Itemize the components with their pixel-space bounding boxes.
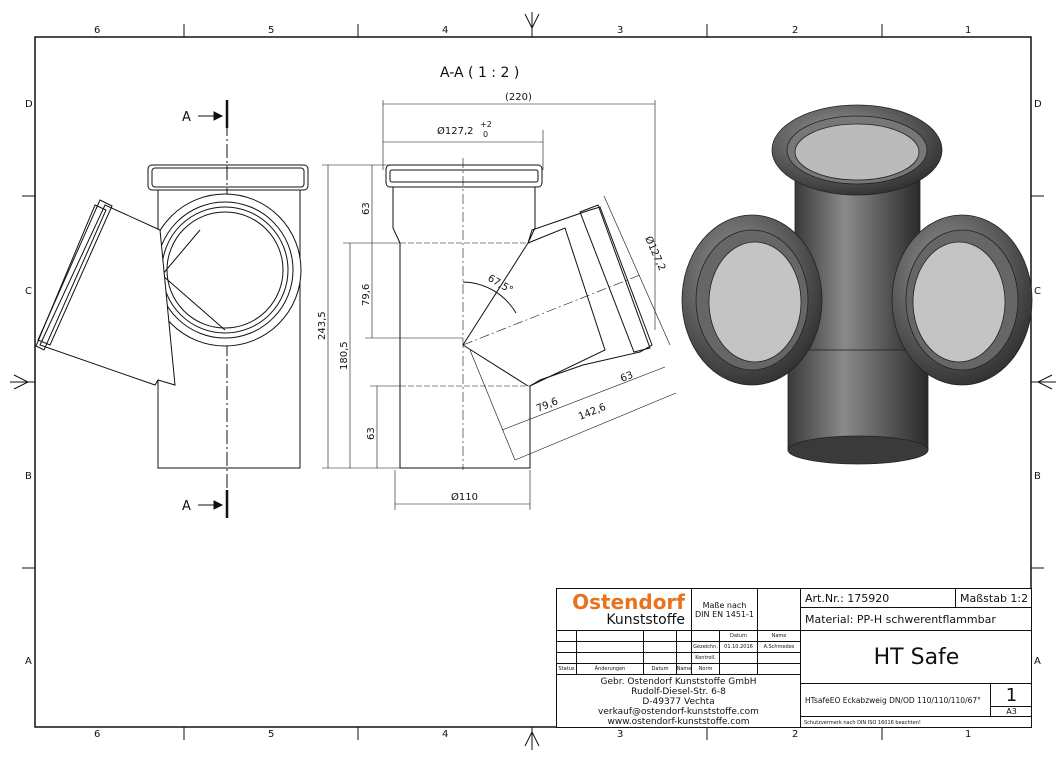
product-name: HT Safe <box>801 631 1032 684</box>
company-name: Gebr. Ostendorf Kunststoffe GmbH <box>600 676 757 687</box>
label-checked: Kontroll. <box>692 653 720 664</box>
zone-col-1-bottom: 1 <box>965 729 971 740</box>
header-datum: Datum <box>720 631 758 642</box>
dim-branch-diameter: Ø127,2 <box>642 234 668 272</box>
section-mark-top: A <box>182 110 191 125</box>
zone-labels: 6 5 4 3 2 1 6 5 4 3 2 1 D C B A D C B A <box>25 25 1042 740</box>
dim-branch-142: 142,6 <box>577 402 608 423</box>
protection-notice: Schutzvermerk nach DIN ISO 16016 beachte… <box>804 719 921 726</box>
article-number: Art.Nr.: 175920 <box>801 589 956 608</box>
zone-col-6-bottom: 6 <box>94 729 100 740</box>
company-street: Rudolf-Diesel-Str. 6-8 <box>631 686 726 697</box>
zone-col-3: 3 <box>617 25 623 36</box>
zone-row-a-right: A <box>1034 656 1041 667</box>
dimension-labels: (220) Ø127,2 +2 0 243,5 180,5 63 79,6 63… <box>317 92 668 503</box>
zone-col-1: 1 <box>965 25 971 36</box>
zone-row-d: D <box>25 99 33 110</box>
dim-tol-zero: 0 <box>483 130 488 139</box>
label-drawn: Gezeichn. <box>692 642 720 653</box>
drawn-by: A.Schmedes <box>758 642 801 653</box>
zone-col-6: 6 <box>94 25 100 36</box>
dim-bottom-63: 63 <box>366 427 377 440</box>
company-logo: Ostendorf Kunststoffe <box>557 589 692 631</box>
dim-mid-79: 79,6 <box>361 284 372 306</box>
zone-ticks <box>10 12 1056 750</box>
zone-col-3-bottom: 3 <box>617 729 623 740</box>
zone-col-4-bottom: 4 <box>442 729 448 740</box>
label-norm: Norm <box>692 664 720 675</box>
logo-text-bottom: Kunststoffe <box>606 611 685 628</box>
zone-col-4: 4 <box>442 25 448 36</box>
norm-line2: DIN EN 1451-1 <box>695 609 754 619</box>
product-description: HTsafeEO Eckabzweig DN/OD 110/110/110/67… <box>801 684 991 717</box>
section-view <box>322 100 677 510</box>
3d-render <box>681 104 1033 465</box>
dim-socket-diameter: Ø127,2 <box>437 125 474 137</box>
zone-col-2-bottom: 2 <box>792 729 798 740</box>
label-name: Name <box>677 664 692 675</box>
dim-overall-width: (220) <box>505 92 532 103</box>
front-view <box>35 100 309 518</box>
material: Material: PP-H schwerentflammbar <box>801 608 1032 631</box>
zone-row-b-right: B <box>1034 471 1041 482</box>
drawn-date: 01.10.2016 <box>720 642 758 653</box>
company-email[interactable]: verkauf@ostendorf-kunststoffe.com <box>598 706 759 717</box>
norm-reference: Maße nach DIN EN 1451-1 <box>692 589 758 631</box>
dim-branch-63: 63 <box>619 370 635 385</box>
title-block: Ostendorf Kunststoffe Maße nach DIN EN 1… <box>556 588 1032 728</box>
zone-row-d-right: D <box>1034 99 1042 110</box>
logo-text-top: Ostendorf <box>572 589 685 614</box>
label-changes: Änderungen <box>577 664 644 675</box>
zone-row-a: A <box>25 656 32 667</box>
scale: Maßstab 1:2 <box>956 589 1032 608</box>
section-title: A-A ( 1 : 2 ) <box>440 65 519 81</box>
dim-top-63: 63 <box>361 202 372 215</box>
company-website[interactable]: www.ostendorf-kunststoffe.com <box>607 716 750 727</box>
company-address: Gebr. Ostendorf Kunststoffe GmbH Rudolf-… <box>557 675 801 728</box>
label-date: Datum <box>644 664 677 675</box>
paper-format: A3 <box>991 707 1032 717</box>
section-mark-bottom: A <box>182 499 191 514</box>
dim-branch-79: 79,6 <box>535 396 560 415</box>
empty-cell <box>758 589 801 631</box>
norm-line1: Maße nach <box>702 600 747 610</box>
dim-bottom-diameter: Ø110 <box>451 491 478 503</box>
zone-col-5: 5 <box>268 25 274 36</box>
header-name: Name <box>758 631 801 642</box>
dim-height-total: 243,5 <box>317 311 328 340</box>
label-status: Status <box>557 664 577 675</box>
zone-row-c-right: C <box>1034 286 1041 297</box>
dim-height-180: 180,5 <box>339 341 350 370</box>
zone-col-2: 2 <box>792 25 798 36</box>
company-city: D-49377 Vechta <box>642 696 715 707</box>
zone-row-c: C <box>25 286 32 297</box>
zone-row-b: B <box>25 471 32 482</box>
zone-col-5-bottom: 5 <box>268 729 274 740</box>
dim-angle: 67,5° <box>486 273 515 296</box>
dim-tol-plus: +2 <box>480 120 492 129</box>
sheet-number: 1 <box>991 684 1032 707</box>
